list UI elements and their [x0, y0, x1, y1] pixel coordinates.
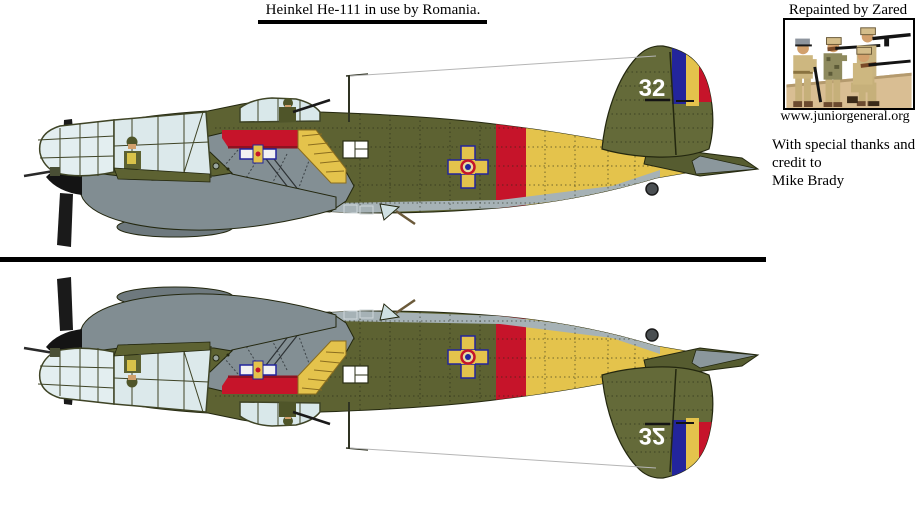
bottom-aircraft-profile-mirrored [24, 277, 758, 478]
soldiers-illustration [786, 27, 912, 108]
soldiers-artwork [783, 18, 915, 110]
website-credit: www.juniorgeneral.org [780, 109, 910, 124]
soldier-figure-rifleman [823, 37, 881, 108]
title-underline [258, 20, 487, 24]
thanks-credit: With special thanks and credit to Mike B… [772, 137, 916, 189]
section-divider-line [0, 257, 766, 262]
soldier-figure-kneeling [847, 46, 911, 107]
repainted-by-credit: Repainted by Zared [788, 2, 908, 18]
soldier-figure-officer [793, 38, 823, 108]
top-aircraft-profile [24, 46, 758, 247]
page-title: Heinkel He-111 in use by Romania. [265, 2, 481, 18]
